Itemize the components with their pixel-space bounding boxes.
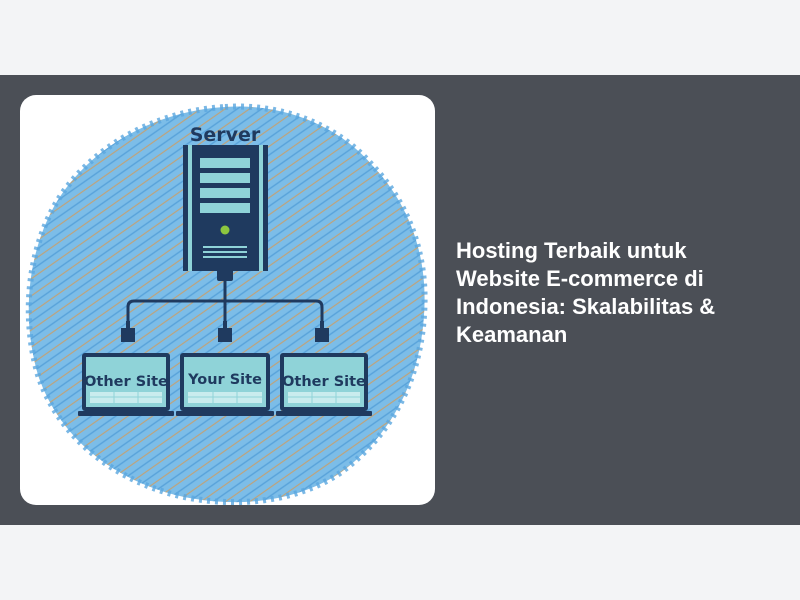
laptop-your-site: Your Site xyxy=(176,353,274,416)
server-icon xyxy=(183,145,268,281)
article-image-card[interactable]: Server xyxy=(20,95,435,505)
hosting-illustration: Server xyxy=(25,103,428,505)
hero-band: Server xyxy=(0,75,800,525)
server-label: Server xyxy=(190,124,261,146)
blob-rough-edge xyxy=(25,103,428,505)
article-title[interactable]: Hosting Terbaik untuk Website E-commerce… xyxy=(456,238,716,347)
site-label-right: Other Site xyxy=(282,374,366,390)
site-label-center: Your Site xyxy=(187,372,262,388)
cable-plugs xyxy=(121,321,329,342)
laptop-other-site-right: Other Site xyxy=(276,353,372,416)
laptop-other-site-left: Other Site xyxy=(78,353,174,416)
site-label-left: Other Site xyxy=(84,374,168,390)
